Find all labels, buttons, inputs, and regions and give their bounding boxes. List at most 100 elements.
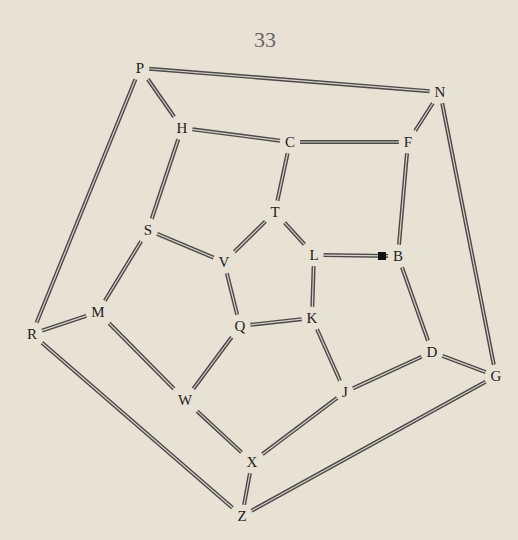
graph-edge (149, 69, 429, 91)
graph-edge (250, 319, 301, 325)
vertex-label: Z (234, 507, 249, 526)
edge-casing (402, 267, 428, 341)
edge-casing (252, 382, 486, 511)
graph-edge (197, 411, 241, 452)
graph-edge (317, 329, 340, 381)
edge-casing (37, 79, 136, 323)
graph-edge (402, 267, 428, 341)
edge-casing (109, 323, 174, 389)
graph-edge (300, 141, 399, 142)
edge-casing (192, 129, 280, 140)
vertex-label: K (304, 309, 321, 328)
vertex-label: F (401, 133, 415, 152)
vertex-letter: N (435, 84, 446, 100)
graph-edge (234, 221, 265, 251)
vertex-label: Q (232, 317, 249, 336)
vertex-label: M (88, 303, 107, 322)
edge-casing (244, 473, 250, 505)
edge-casing (399, 153, 407, 245)
edge-casing (42, 316, 86, 331)
edge-casing (415, 103, 433, 131)
edge-casing (197, 411, 241, 452)
edge-casing (149, 69, 429, 91)
vertex-letter: T (270, 204, 279, 220)
vertex-letter: S (144, 222, 152, 238)
vertex-label: C (282, 133, 298, 152)
graph-edge (37, 79, 136, 323)
graph-edge (442, 356, 485, 372)
graph-edge (353, 357, 422, 389)
graph-edge (193, 337, 231, 389)
edge-casing (312, 266, 313, 307)
vertex-letter: R (27, 326, 37, 342)
vertex-label: S (141, 221, 155, 240)
vertex-letter: D (427, 344, 438, 360)
edge-casing (277, 153, 287, 201)
vertex-label: V (216, 253, 233, 272)
vertex-letter: J (342, 384, 348, 400)
edge-casing (227, 273, 237, 315)
vertex-letter: Q (235, 318, 246, 334)
vertex-label: J (339, 383, 351, 402)
edge-casing (300, 140, 399, 144)
vertex-letter: F (404, 134, 412, 150)
vertex-letter: M (91, 304, 104, 320)
vertex-letter: G (491, 368, 502, 384)
edge-casing (317, 329, 340, 381)
vertex-label: D (424, 343, 441, 362)
edge-casing (285, 223, 305, 245)
edge-casing (42, 343, 232, 508)
vertex-label: P (133, 59, 147, 78)
vertex-letter: H (177, 120, 188, 136)
vertex-letter: K (307, 310, 318, 326)
vertex-letter: B (393, 248, 403, 264)
vertex-label: W (175, 391, 195, 410)
graph-edge (399, 153, 407, 245)
edge-casing (152, 139, 179, 219)
vertex-label: R (24, 325, 40, 344)
edge-casing (442, 356, 485, 372)
vertex-label: G (488, 367, 505, 386)
graph-edge (252, 382, 486, 511)
graph-edge (109, 323, 174, 389)
vertex-letter: L (309, 247, 318, 263)
graph-edge (192, 129, 280, 140)
graph-edge (262, 398, 337, 454)
vertex-label: L (306, 246, 321, 265)
vertex-letter: W (178, 392, 192, 408)
graph-edge (415, 103, 433, 131)
vertex-label: H (174, 119, 191, 138)
page-number: 33 (254, 28, 276, 52)
vertex-label: X (244, 453, 261, 472)
graph-edge (157, 234, 213, 258)
edge-casing (157, 234, 213, 258)
graph-edge (227, 273, 237, 315)
vertex-letter: X (247, 454, 258, 470)
edge-casing (234, 221, 265, 251)
graph-edge (277, 153, 287, 201)
vertex-label: N (432, 83, 449, 102)
graph-edge (244, 473, 250, 505)
graph-edge (148, 79, 174, 117)
vertex-letter: C (285, 134, 295, 150)
marker-square (378, 252, 386, 260)
vertex-letter: Z (237, 508, 246, 524)
graph-edge (152, 139, 179, 219)
edge-casing (353, 357, 422, 389)
edge-casing (262, 398, 337, 454)
graph-edge (42, 343, 232, 508)
graph-edge (105, 241, 141, 301)
graph-edge (285, 223, 305, 245)
edge-casing (250, 319, 301, 325)
vertex-label: T (267, 203, 282, 222)
edge-casing (148, 79, 174, 117)
graph-edge (42, 316, 86, 331)
edge-casing (193, 337, 231, 389)
edge-casing (105, 241, 141, 301)
vertex-label: B (390, 247, 406, 266)
graph-edge (312, 266, 313, 307)
vertex-letter: P (136, 60, 144, 76)
edge-casing (442, 103, 494, 365)
